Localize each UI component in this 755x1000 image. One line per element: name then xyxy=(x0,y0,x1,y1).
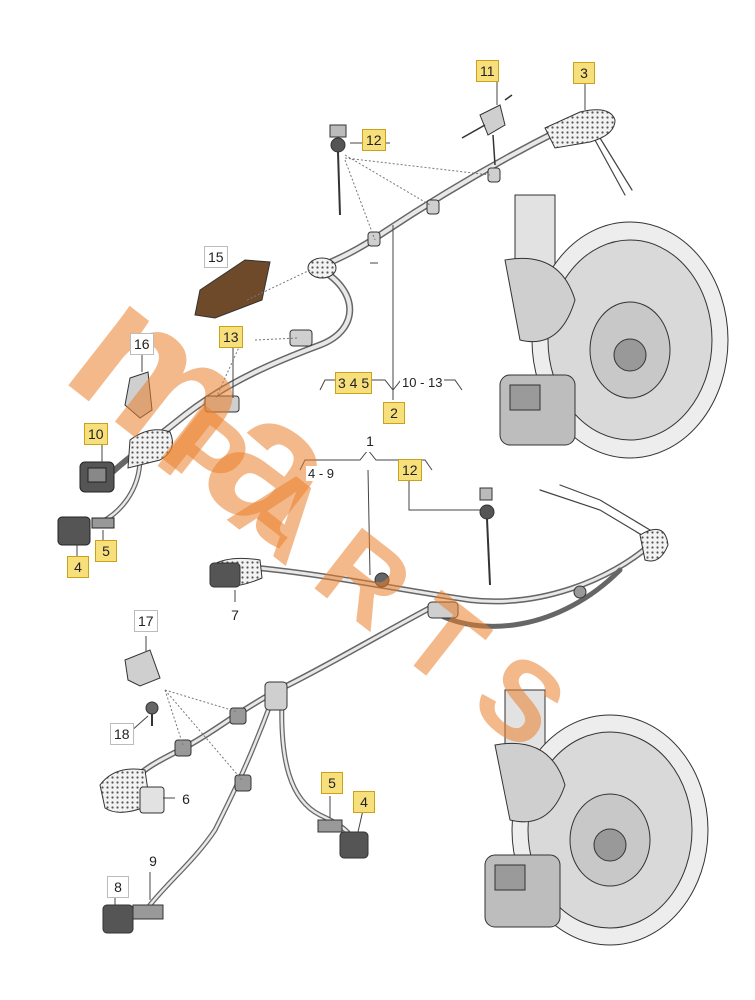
callout-3-4-5[interactable]: 3 4 5 xyxy=(335,372,373,394)
callout-16[interactable]: 16 xyxy=(130,333,154,355)
callout-1[interactable]: 1 xyxy=(359,430,381,452)
callout-9[interactable]: 9 xyxy=(142,850,164,872)
lower-brake-disc xyxy=(484,689,709,946)
range-10-13: 10 - 13 xyxy=(400,375,445,390)
bracket-11 xyxy=(461,94,513,166)
callout-2[interactable]: 2 xyxy=(383,402,405,424)
upper-brake-disc xyxy=(499,194,729,459)
range-4-9: 4 - 9 xyxy=(306,466,337,481)
lower-leader-lines xyxy=(164,689,243,781)
callout-11[interactable]: 11 xyxy=(476,60,499,82)
middle-sensor-parts xyxy=(209,487,669,599)
callout-4-bottom[interactable]: 4 xyxy=(353,791,375,813)
lower-wiring-harness xyxy=(127,605,433,908)
bolt-18 xyxy=(145,701,159,726)
bracket-16 xyxy=(124,371,153,419)
upper-wiring-harness xyxy=(92,126,633,528)
callout-12-top[interactable]: 12 xyxy=(362,129,386,151)
callout-18[interactable]: 18 xyxy=(110,723,134,745)
callout-17[interactable]: 17 xyxy=(134,610,158,632)
callout-13[interactable]: 13 xyxy=(219,326,243,348)
upper-protective-sleeves xyxy=(127,109,616,469)
callout-5-left[interactable]: 5 xyxy=(95,540,117,562)
upper-cable-clips xyxy=(204,167,501,413)
bolt-12-top xyxy=(329,124,347,216)
callout-5-bottom[interactable]: 5 xyxy=(321,772,343,794)
callout-4-left[interactable]: 4 xyxy=(67,556,89,578)
callout-8[interactable]: 8 xyxy=(107,876,129,898)
bracket-15 xyxy=(194,259,271,319)
lower-harness-parts xyxy=(99,601,459,934)
upper-solid-leaders xyxy=(76,82,586,557)
callout-12-mid[interactable]: 12 xyxy=(398,459,422,481)
upper-connectors xyxy=(57,461,115,546)
callout-10[interactable]: 10 xyxy=(84,423,108,445)
middle-sensor-cable xyxy=(255,484,653,629)
callout-3-top[interactable]: 3 xyxy=(573,62,595,84)
upper-leader-lines xyxy=(214,154,491,401)
callout-7[interactable]: 7 xyxy=(224,604,246,626)
bracket-17 xyxy=(124,649,161,687)
callout-6[interactable]: 6 xyxy=(175,788,197,810)
callout-15[interactable]: 15 xyxy=(204,246,228,268)
